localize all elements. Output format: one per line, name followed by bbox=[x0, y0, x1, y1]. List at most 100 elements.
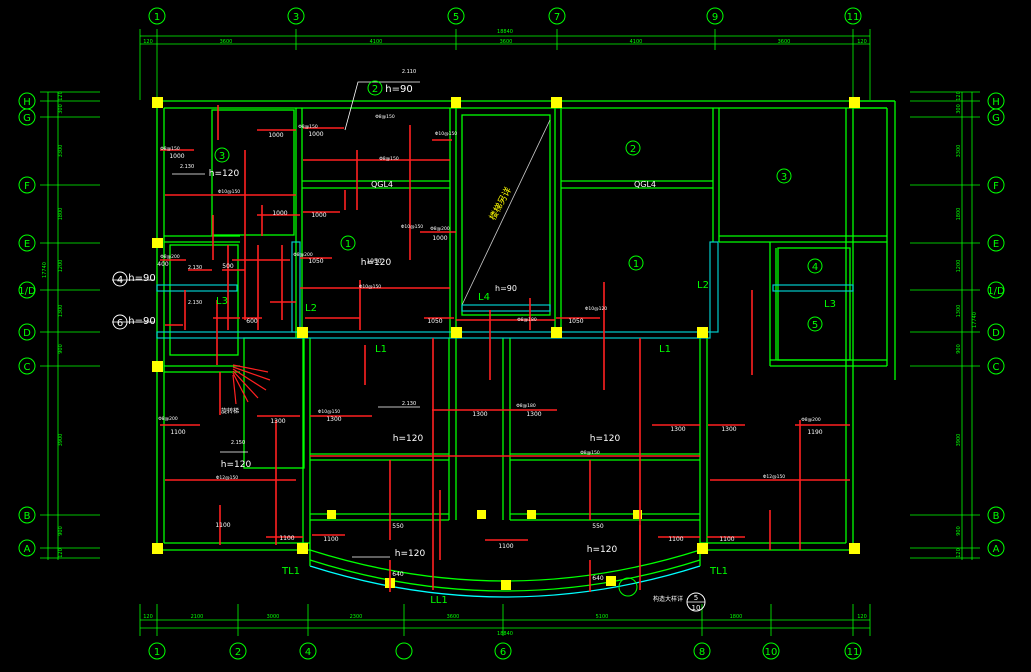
axis-left-7-circle bbox=[18, 506, 36, 524]
axis-top-1-circle bbox=[287, 7, 305, 25]
axis-bottom-1-circle bbox=[229, 642, 247, 660]
leaders bbox=[112, 81, 420, 558]
slab-number: 4 bbox=[812, 262, 818, 273]
dim-top: 4100 bbox=[630, 39, 643, 45]
dim-top: 3600 bbox=[220, 39, 233, 45]
slab-number-circle bbox=[625, 140, 641, 156]
dim-bottom: 2300 bbox=[350, 614, 363, 620]
rebar-spec: Φ8@180 bbox=[516, 403, 536, 409]
dim-bottom: 1800 bbox=[730, 614, 743, 620]
axis-top-4-circle bbox=[706, 7, 724, 25]
rebar-length: 1050 bbox=[427, 318, 442, 325]
slab-number: 2 bbox=[630, 144, 636, 155]
beam-label: L1 bbox=[659, 344, 671, 355]
dim-right: 1300 bbox=[956, 305, 962, 318]
axis-bottom-1-label: 2 bbox=[235, 647, 241, 658]
axis-right-8-label: A bbox=[993, 544, 1000, 555]
rebar-length: 1000 bbox=[169, 153, 184, 160]
beam-label: QGL4 bbox=[371, 180, 393, 189]
rebar-length: 640 bbox=[592, 575, 604, 582]
dim-left: 900 bbox=[58, 526, 64, 536]
detail-ref-top: 5 bbox=[694, 594, 698, 602]
rebar-length: 1100 bbox=[323, 536, 338, 543]
dim-left: 3300 bbox=[58, 145, 64, 158]
axis-left-2-label: F bbox=[24, 181, 30, 192]
rebar-spec: Φ8@150 bbox=[375, 114, 395, 120]
dim-right: 120 bbox=[956, 91, 962, 101]
dim-right: 120 bbox=[956, 548, 962, 558]
slab-thickness-label: h=120 bbox=[590, 434, 621, 444]
axis-left-1-label: G bbox=[23, 113, 31, 124]
axis-right-1-circle bbox=[987, 108, 1005, 126]
beam-label: L3 bbox=[824, 299, 836, 310]
slab-number: 2 bbox=[372, 84, 378, 95]
rebar-length: 1100 bbox=[719, 536, 734, 543]
slab-thickness-label: h=120 bbox=[395, 549, 426, 559]
dim-right: 900 bbox=[956, 526, 962, 536]
axis-bottom-7-label: 11 bbox=[847, 647, 860, 658]
rebar-spec: Φ10@150 bbox=[218, 189, 240, 195]
axis-left-5-label: D bbox=[23, 328, 31, 339]
slab-thickness-label: h=120 bbox=[209, 169, 240, 179]
beam-label: L2 bbox=[305, 303, 317, 314]
axis-right-4-circle bbox=[987, 281, 1005, 299]
rebar-length: 1000 bbox=[432, 235, 447, 242]
slab-thickness-label: h=90 bbox=[385, 84, 412, 95]
construction-note: 构造大样详 bbox=[653, 595, 683, 603]
axis-bottom-2-label: 4 bbox=[305, 647, 311, 658]
dim-bottom: 3000 bbox=[267, 614, 280, 620]
rebar-spec: Φ8@150 bbox=[298, 124, 318, 130]
rebar-length: 500 bbox=[222, 263, 234, 270]
axis-right-5-circle bbox=[987, 323, 1005, 341]
axis-right-7-circle bbox=[987, 506, 1005, 524]
rebar-length: 550 bbox=[392, 523, 404, 530]
rebar-spec: Φ10@150 bbox=[401, 224, 423, 230]
rebar-length: 1300 bbox=[326, 416, 341, 423]
slab-number-circle bbox=[112, 314, 128, 330]
axis-left-6-label: C bbox=[24, 362, 31, 373]
rebar-length: 1300 bbox=[670, 426, 685, 433]
dim-top: 4100 bbox=[370, 39, 383, 45]
slab-number: 6 bbox=[117, 318, 123, 329]
rebar-spec: Φ8@180 bbox=[517, 317, 537, 323]
slab-number-circle bbox=[776, 168, 792, 184]
slab-number: 1 bbox=[345, 239, 351, 250]
rebar-spec: Φ10@150 bbox=[359, 284, 381, 290]
rebar-spec: Φ10@120 bbox=[585, 306, 607, 312]
axis-top-2-label: 5 bbox=[453, 12, 459, 23]
dim-left: 900 bbox=[58, 344, 64, 354]
axis-top-5-label: 11 bbox=[847, 12, 860, 23]
slab-thickness-label: h=90 bbox=[128, 273, 155, 284]
rebar-length: 1300 bbox=[526, 411, 541, 418]
axis-top-3-label: 7 bbox=[554, 12, 560, 23]
dim-left: 120 bbox=[58, 91, 64, 101]
elevation-marker: 2.130 bbox=[180, 164, 194, 170]
elevation-marker: 2.130 bbox=[188, 265, 202, 271]
axis-left-8-label: A bbox=[24, 544, 31, 555]
slab-number-circle bbox=[807, 316, 823, 332]
axis-left-7-label: B bbox=[24, 511, 31, 522]
dim-total-top: 18840 bbox=[497, 29, 513, 35]
axis-left-6-circle bbox=[18, 357, 36, 375]
beam-label: TL1 bbox=[709, 566, 728, 577]
axis-bottom-5-circle bbox=[693, 642, 711, 660]
slab-number: 4 bbox=[117, 275, 123, 286]
beam-label: L3 bbox=[216, 296, 228, 307]
rebar-length: 1000 bbox=[311, 212, 326, 219]
dim-left: 1200 bbox=[58, 260, 64, 273]
axis-top-3-circle bbox=[548, 7, 566, 25]
axis-right-6-label: C bbox=[993, 362, 1000, 373]
slab-number-circle bbox=[214, 147, 230, 163]
axis-right-4-label: 1/D bbox=[987, 286, 1005, 297]
axis-bottom-0-label: 1 bbox=[154, 647, 160, 658]
elevation-marker: 2.150 bbox=[231, 440, 245, 446]
dim-bottom: 5100 bbox=[596, 614, 609, 620]
dim-left: 3900 bbox=[58, 434, 64, 447]
dim-total-left: 17740 bbox=[42, 262, 48, 278]
axis-bottom-4-circle bbox=[494, 642, 512, 660]
dim-bottom: 2100 bbox=[191, 614, 204, 620]
slab-number-circle bbox=[367, 80, 383, 96]
